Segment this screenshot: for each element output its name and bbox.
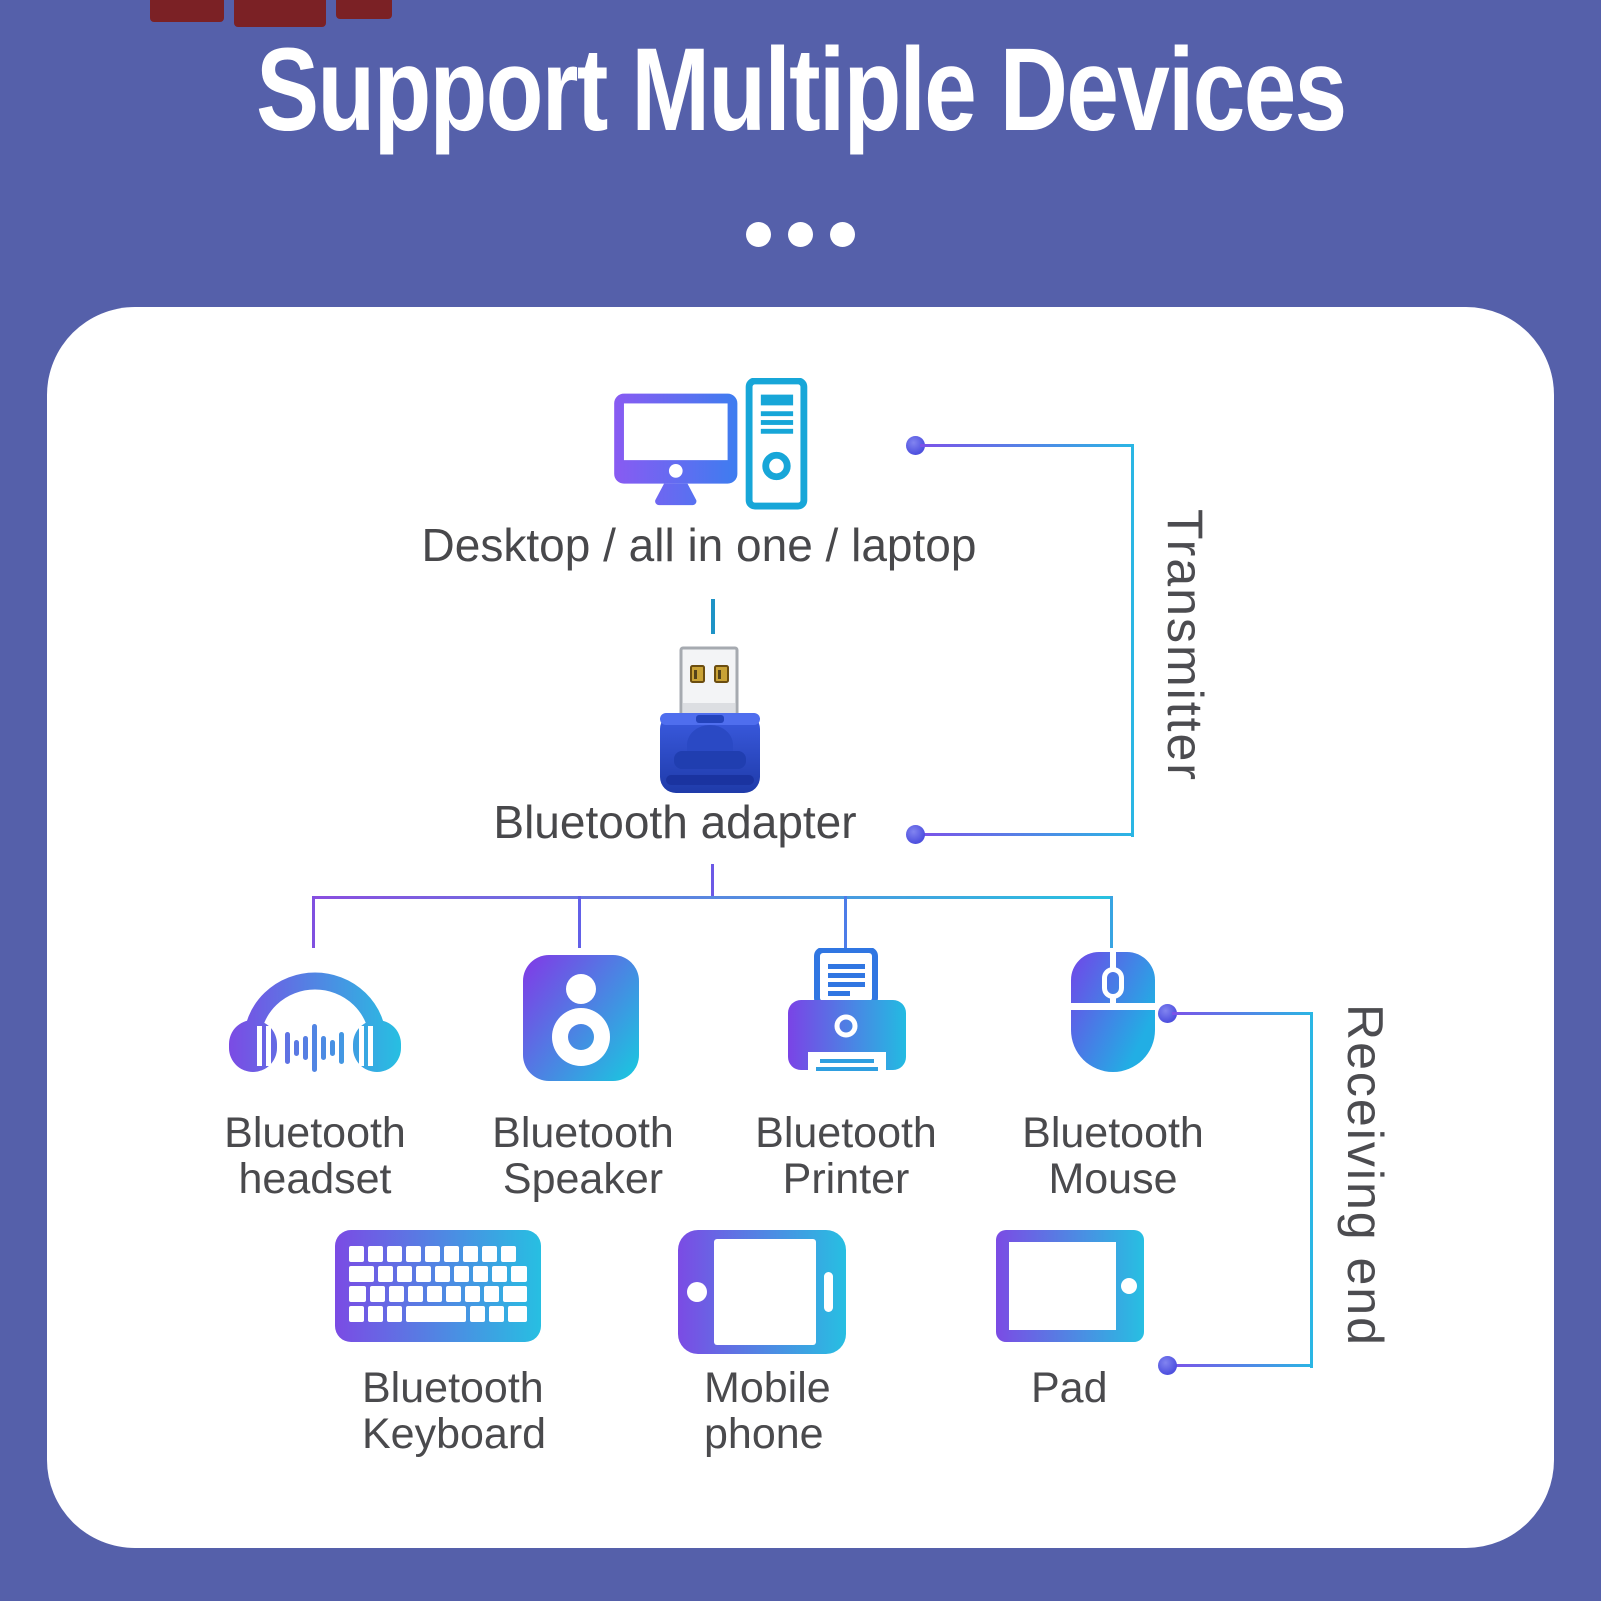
receiver-label-line1: Bluetooth	[224, 1109, 406, 1157]
receiving-end-label: Receiving end	[1337, 1004, 1393, 1347]
receiver-label: Mobile phone	[704, 1365, 831, 1457]
tree-drop-3	[844, 896, 847, 948]
receiving-line-vertical	[1310, 1012, 1313, 1368]
tree-drop-4	[1110, 896, 1113, 948]
receiving-line-bottom	[1172, 1364, 1313, 1367]
tree-horizontal-line	[312, 896, 1113, 899]
dot-icon	[746, 222, 771, 247]
receiver-label: Bluetooth Printer	[726, 1110, 966, 1202]
tree-drop-2	[578, 896, 581, 948]
tablet-icon	[996, 1230, 1144, 1342]
headphones-icon	[229, 972, 401, 1072]
transmitter-label: Transmitter	[1157, 508, 1213, 782]
source-label: Desktop / all in one / laptop	[421, 519, 977, 571]
receiving-line-top	[1172, 1012, 1313, 1015]
receiver-label-line2: Printer	[782, 1155, 910, 1203]
receiver-label: Bluetooth Mouse	[993, 1110, 1233, 1202]
receiver-label-line2: phone	[704, 1410, 824, 1458]
page-title: Support Multiple Devices	[0, 30, 1601, 150]
tree-drop-1	[312, 896, 315, 948]
receiver-label-line1: Bluetooth	[755, 1109, 937, 1157]
receiver-label-line2: headset	[238, 1155, 392, 1203]
transmitter-line-top	[920, 444, 1134, 447]
desktop-computer-icon	[614, 378, 808, 510]
mouse-icon	[1071, 952, 1155, 1072]
transmitter-line-bottom	[920, 833, 1134, 836]
receiver-label-line1: Bluetooth	[1022, 1109, 1204, 1157]
receiver-label-line2: Speaker	[502, 1155, 664, 1203]
receiver-label: Bluetooth headset	[195, 1110, 435, 1202]
dot-icon	[830, 222, 855, 247]
usb-bluetooth-adapter-image	[660, 646, 760, 793]
receiver-label-line1: Mobile	[704, 1364, 831, 1412]
connector-stub-top	[711, 599, 715, 634]
connector-dot	[1158, 1004, 1177, 1023]
connector-dot	[906, 825, 925, 844]
printer-icon	[788, 948, 906, 1076]
receiver-label: Pad	[1031, 1365, 1108, 1411]
ellipsis-dots	[0, 222, 1601, 247]
adapter-label: Bluetooth adapter	[493, 796, 857, 848]
tree-stub	[711, 864, 714, 898]
receiver-label-line1: Bluetooth	[492, 1109, 674, 1157]
receiver-label-line1: Pad	[1031, 1364, 1108, 1412]
keyboard-icon	[335, 1230, 541, 1342]
receiver-label: Bluetooth Speaker	[463, 1110, 703, 1202]
receiver-label-line1: Bluetooth	[362, 1364, 544, 1412]
receiver-label-line2: Keyboard	[362, 1410, 547, 1458]
connector-dot	[906, 436, 925, 455]
smartphone-icon	[678, 1230, 846, 1354]
receiver-label-line2: Mouse	[1048, 1155, 1178, 1203]
connector-dot	[1158, 1356, 1177, 1375]
transmitter-line-vertical	[1131, 444, 1134, 837]
receiver-label: Bluetooth Keyboard	[362, 1365, 546, 1457]
speaker-icon	[523, 955, 639, 1081]
dot-icon	[788, 222, 813, 247]
page-title-text: Support Multiple Devices	[255, 24, 1347, 156]
